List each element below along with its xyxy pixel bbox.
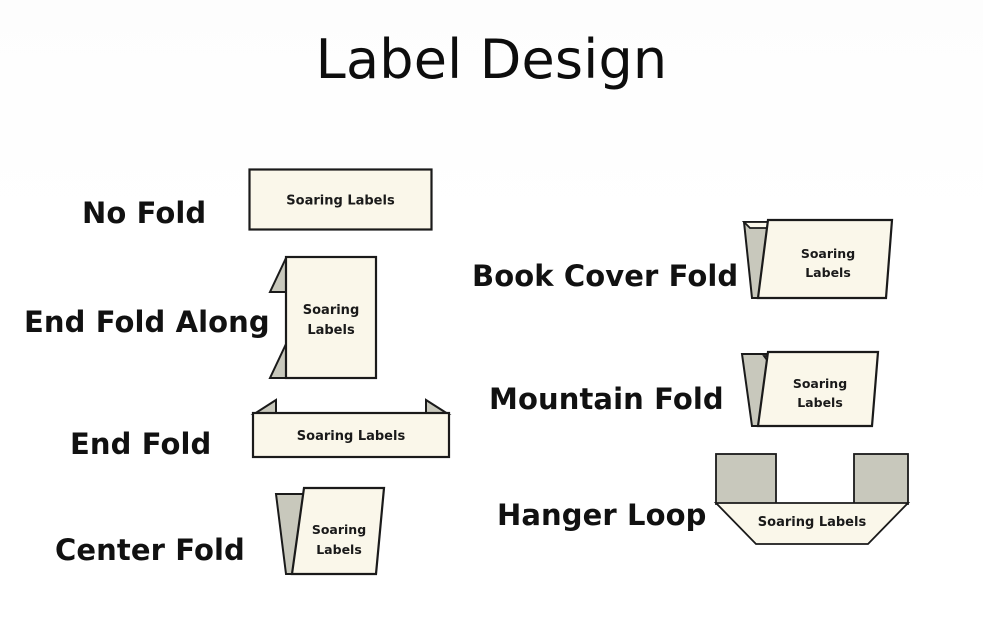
label-panel [251,411,451,459]
row-label-end-fold-along: End Fold Along [24,305,270,339]
hanger-tab-right [853,453,909,505]
brand-text-line1: Soaring [793,376,847,391]
fold-flap-top-right [425,398,452,415]
brand-text-line2: Labels [316,542,362,557]
brand-text: Soaring Labels [758,515,867,530]
label-panel [756,350,880,428]
diagram-book-cover-fold: Soaring Labels [736,214,906,314]
brand-text-line1: Soaring [801,246,855,261]
diagram-center-fold: Soaring Labels [268,482,398,586]
label-panel [756,218,894,300]
brand-text-line2: Labels [797,395,843,410]
row-label-no-fold: No Fold [82,196,207,230]
fold-flap-top-left [250,398,277,415]
row-label-mountain-fold: Mountain Fold [489,382,724,416]
diagram-hanger-loop: Soaring Labels [702,444,922,560]
label-panel [713,502,911,545]
row-label-hanger-loop: Hanger Loop [497,498,707,532]
diagram-mountain-fold: Soaring Labels [730,346,890,444]
label-panel [290,486,386,576]
brand-text-line1: Soaring [303,303,360,318]
diagram-end-fold-along: Soaring Labels [266,248,396,392]
row-label-book-cover-fold: Book Cover Fold [472,259,739,293]
row-label-center-fold: Center Fold [55,533,245,567]
label-panel [248,168,433,231]
brand-text-line1: Soaring [312,522,366,537]
diagram-end-fold: Soaring Labels [244,396,460,470]
diagram-no-fold: Soaring Labels [248,168,444,240]
brand-text-line2: Labels [805,265,851,280]
brand-text: Soaring Labels [286,194,395,209]
fold-flap-top-left [268,257,287,293]
brand-text: Soaring Labels [297,429,406,444]
row-label-end-fold: End Fold [70,427,212,461]
fold-flap-bottom-left [268,343,287,379]
hanger-tab-left [715,453,777,505]
label-panel [284,255,378,380]
brand-text-line2: Labels [307,323,355,338]
page-title: Label Design [315,28,668,91]
